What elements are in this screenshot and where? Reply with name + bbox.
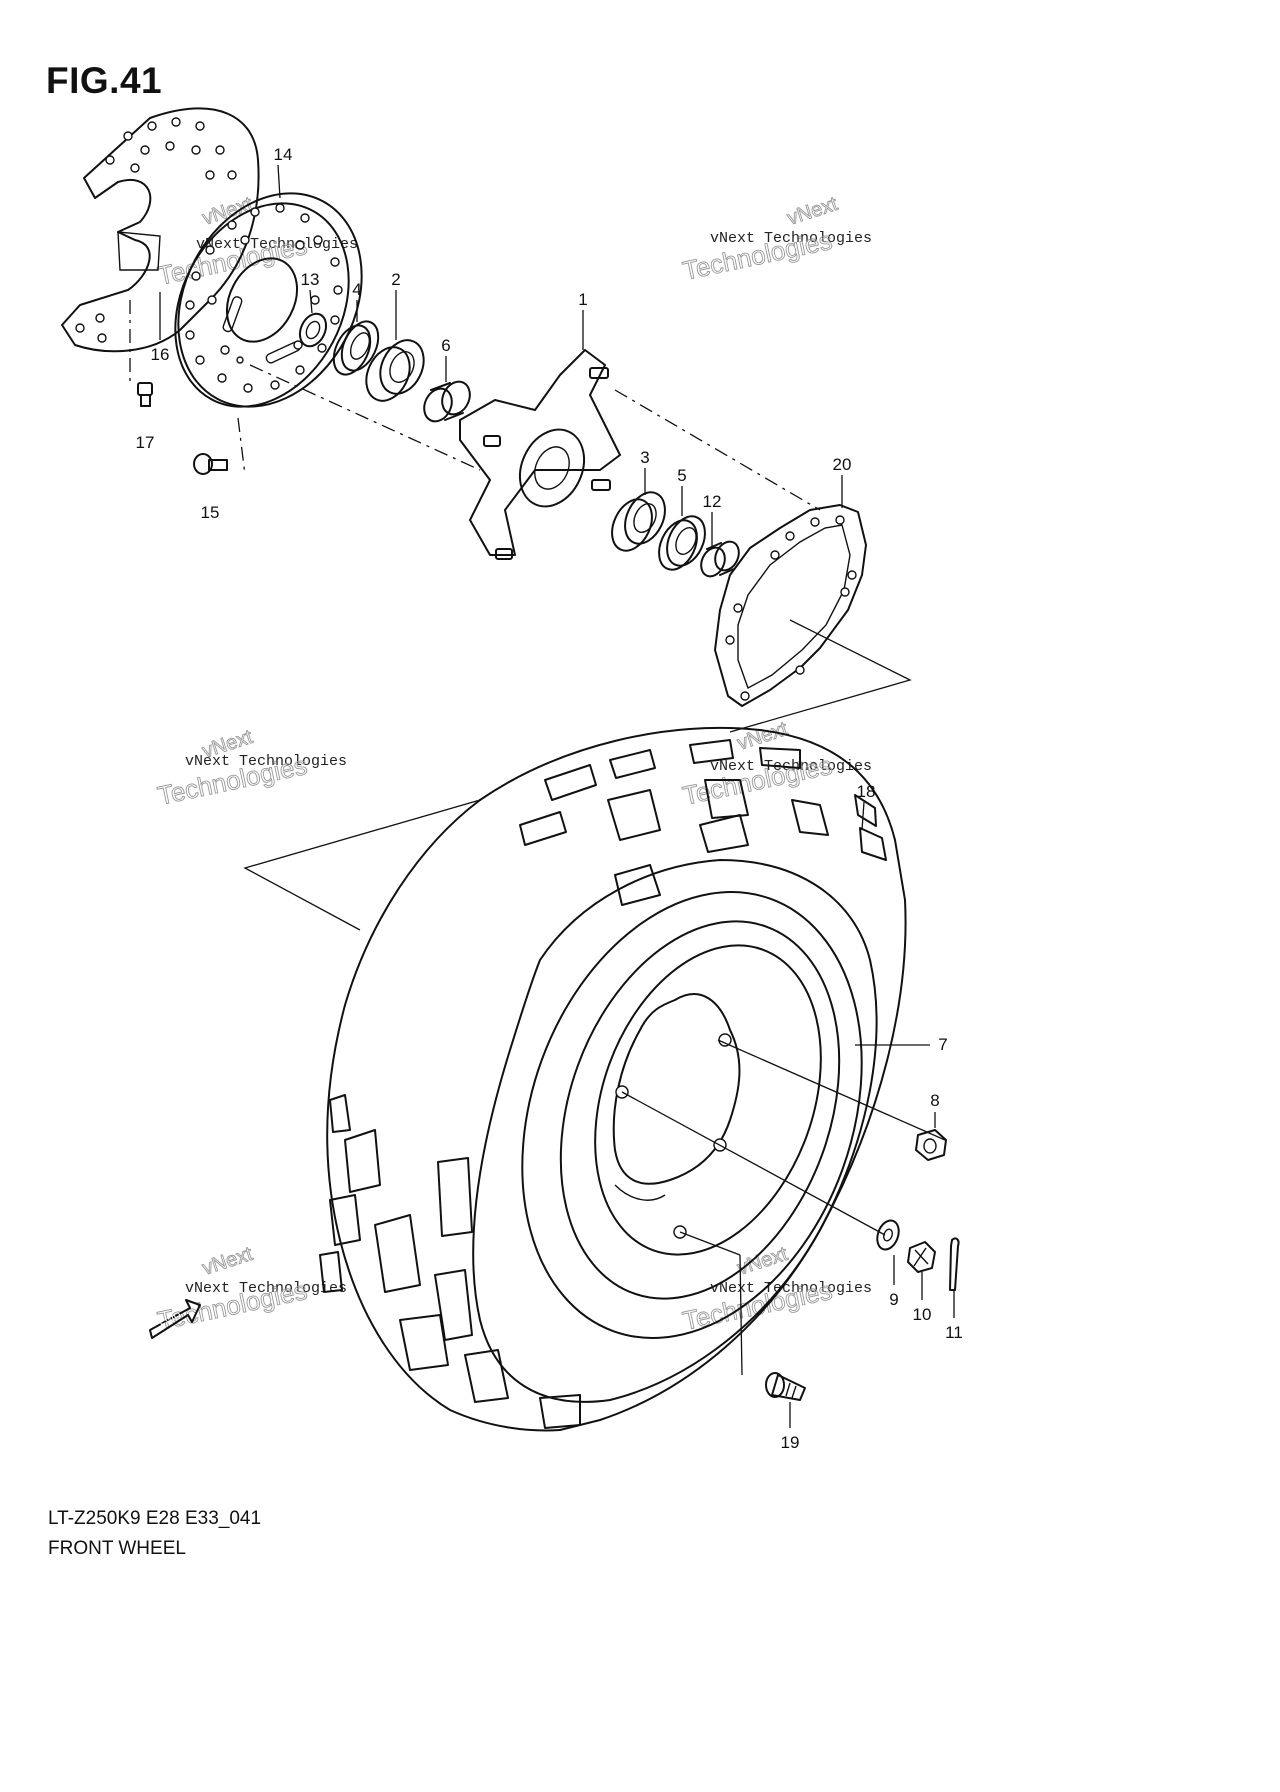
callout-15: 15 — [201, 503, 220, 522]
part-9-washer — [876, 1219, 900, 1251]
callout-17: 17 — [136, 433, 155, 452]
callout-10: 10 — [913, 1305, 932, 1324]
watermark-top-right: vNext vNext Technologies Technologies — [680, 192, 872, 286]
callout-18: 18 — [857, 782, 876, 801]
part-15-bolt — [193, 453, 228, 475]
part-6-spacer — [423, 380, 471, 423]
watermark-bottom-left: vNext vNext Technologies Technologies — [155, 1242, 347, 1336]
callout-numbers: 1 2 3 4 5 6 7 8 9 10 11 12 13 14 15 16 1… — [136, 145, 963, 1452]
callout-12: 12 — [703, 492, 722, 511]
part-20-hub-guard — [714, 504, 867, 707]
callout-19: 19 — [781, 1433, 800, 1452]
part-2-bearing — [365, 339, 425, 402]
guide-lines — [243, 619, 912, 931]
part-16-disc-cover — [61, 107, 260, 353]
callout-16: 16 — [151, 345, 170, 364]
svg-text:vNext: vNext — [735, 1243, 791, 1280]
figure-title: FIG.41 — [46, 60, 163, 101]
part-12-spacer — [700, 540, 740, 578]
model-code-caption: LT-Z250K9 E28 E33_041 — [48, 1508, 262, 1529]
section-name-caption: FRONT WHEEL — [48, 1538, 186, 1559]
part-1-wheel-hub — [459, 349, 621, 560]
part-14-brake-disc — [174, 192, 363, 408]
svg-text:vNext Technologies: vNext Technologies — [185, 1280, 347, 1297]
part-13-collar — [298, 312, 328, 348]
svg-text:vNext Technologies: vNext Technologies — [710, 1280, 872, 1297]
callout-11: 11 — [945, 1323, 963, 1342]
callout-1: 1 — [578, 290, 587, 309]
part-8-nut — [915, 1129, 947, 1161]
callout-8: 8 — [930, 1091, 939, 1110]
callout-3: 3 — [640, 448, 649, 467]
watermark-mid-left: vNext vNext Technologies Technologies — [155, 725, 347, 811]
callout-14: 14 — [274, 145, 293, 164]
part-19-valve — [765, 1372, 806, 1401]
callout-9: 9 — [889, 1290, 898, 1309]
svg-text:vNext Technologies: vNext Technologies — [710, 230, 872, 247]
part-4-oil-seal — [332, 320, 380, 376]
callout-13: 13 — [301, 270, 320, 289]
leader-lines — [159, 164, 955, 1428]
callout-4: 4 — [352, 280, 361, 299]
part-7-tire-and-wheel — [319, 726, 907, 1432]
callout-7: 7 — [938, 1035, 947, 1054]
part-5-oil-seal — [658, 515, 706, 571]
svg-text:vNext: vNext — [200, 1243, 256, 1280]
part-3-bearing — [611, 491, 666, 552]
callout-6: 6 — [441, 336, 450, 355]
part-11-cotter-pin — [949, 1237, 960, 1291]
part-17-bolt — [137, 382, 153, 407]
callout-20: 20 — [833, 455, 852, 474]
svg-text:vNext Technologies: vNext Technologies — [185, 753, 347, 770]
assembly-lines — [129, 300, 821, 511]
callout-2: 2 — [391, 270, 400, 289]
part-10-castle-nut — [907, 1241, 936, 1273]
callout-5: 5 — [677, 466, 686, 485]
svg-text:vNext: vNext — [785, 193, 841, 230]
